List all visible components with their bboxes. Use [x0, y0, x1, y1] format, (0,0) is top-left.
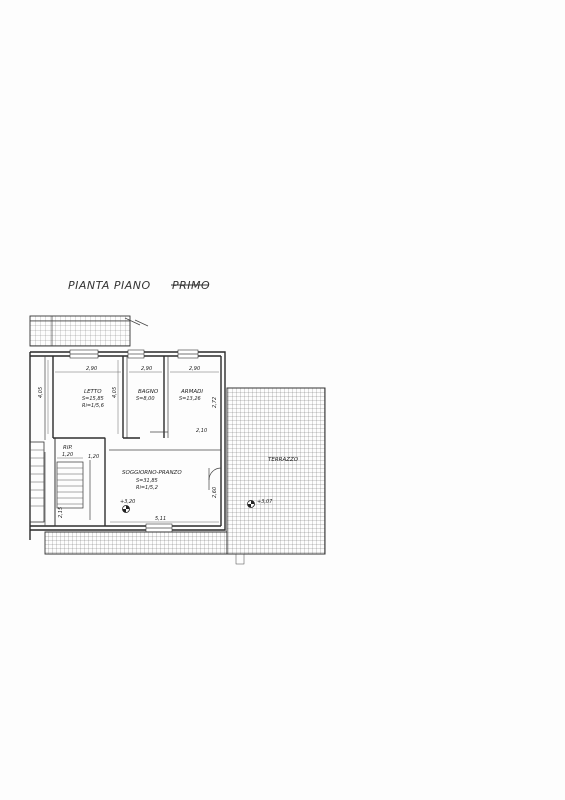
left-stair-strip — [29, 441, 45, 523]
level-marker-interior: +3,20 — [120, 499, 135, 513]
dimension-annotations: 2,90 2,90 2,90 2,10 4,05 4,05 2,72 2,60 … — [38, 360, 219, 523]
svg-text:S=8,00: S=8,00 — [136, 396, 155, 402]
room-label-armadi: ARMADI S=13,26 — [179, 389, 203, 402]
svg-text:LETTO: LETTO — [84, 389, 102, 395]
svg-text:2,90: 2,90 — [189, 366, 200, 372]
svg-text:2,10: 2,10 — [196, 428, 207, 434]
svg-text:S=31,85: S=31,85 — [136, 478, 158, 484]
terrace — [226, 387, 326, 555]
svg-text:1,20: 1,20 — [62, 452, 73, 458]
svg-text:5,11: 5,11 — [155, 516, 166, 522]
svg-text:S=13,26: S=13,26 — [179, 396, 201, 402]
svg-text:2,15: 2,15 — [58, 507, 64, 518]
bottom-terrace — [44, 531, 228, 555]
svg-text:RIP.: RIP. — [63, 445, 73, 451]
svg-text:BAGNO: BAGNO — [138, 389, 159, 395]
svg-text:2,72: 2,72 — [212, 397, 218, 408]
plan-title-prefix: PIANTA PIANO — [68, 279, 151, 292]
plan-title-struck: PRIMO — [172, 279, 210, 292]
svg-text:4,05: 4,05 — [38, 387, 44, 398]
svg-text:TERRAZZO: TERRAZZO — [268, 457, 299, 463]
svg-text:2,60: 2,60 — [212, 487, 218, 498]
svg-text:Ri=1/5,2: Ri=1/5,2 — [136, 485, 158, 491]
room-label-terrazzo: TERRAZZO — [268, 457, 299, 463]
svg-text:2,90: 2,90 — [141, 366, 152, 372]
room-label-letto: LETTO S=15,85 Ri=1/5,6 — [82, 389, 104, 409]
svg-text:+3,07: +3,07 — [257, 499, 273, 505]
svg-text:SOGGIORNO-PRANZO: SOGGIORNO-PRANZO — [122, 470, 182, 476]
plan-title: PIANTA PIANO PRIMO — [68, 279, 210, 292]
svg-text:ARMADI: ARMADI — [180, 389, 203, 395]
level-marker-terrace: +3,07 — [247, 499, 273, 508]
room-label-bagno: BAGNO S=8,00 — [136, 389, 159, 402]
stair-area — [54, 437, 106, 527]
svg-text:4,05: 4,05 — [112, 387, 118, 398]
svg-text:S=15,85: S=15,85 — [82, 396, 104, 402]
room-label-soggiorno: SOGGIORNO-PRANZO S=31,85 Ri=1/5,2 — [122, 470, 182, 491]
room-label-rip: RIP. — [63, 445, 73, 451]
svg-text:1,20: 1,20 — [88, 454, 99, 460]
svg-text:+3,20: +3,20 — [120, 499, 135, 505]
top-balcony — [29, 315, 131, 347]
svg-text:2,90: 2,90 — [86, 366, 97, 372]
svg-text:Ri=1/5,6: Ri=1/5,6 — [82, 403, 104, 409]
